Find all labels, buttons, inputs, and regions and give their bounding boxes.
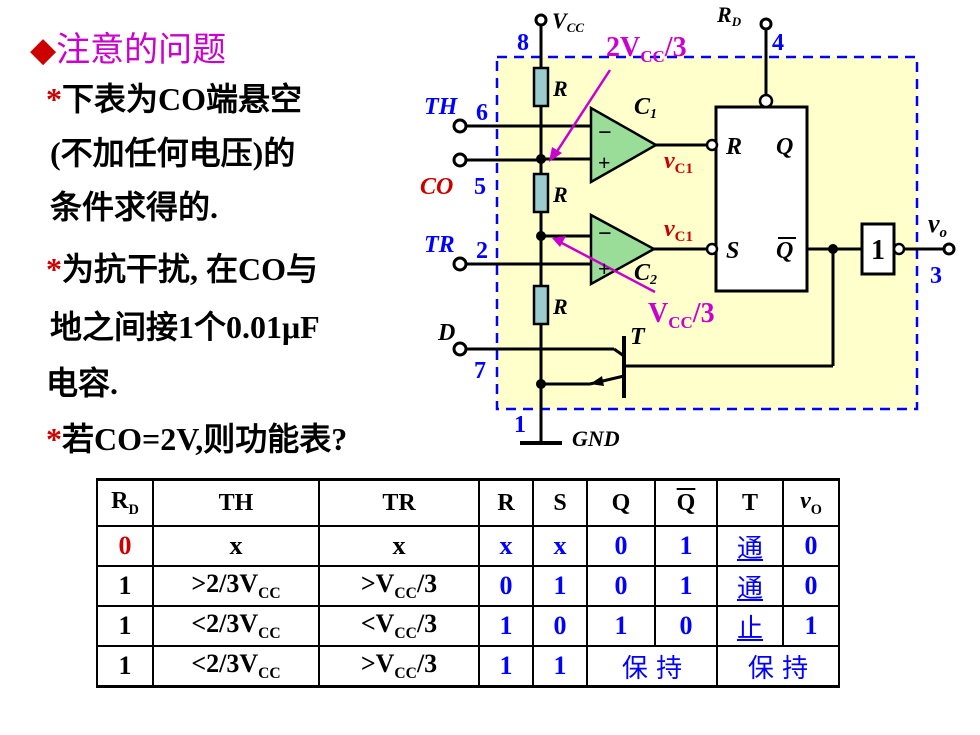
function-table: RD TH TR R S Q Q T vO 0 x x x x 0 1 通 0 … (96, 478, 840, 688)
arrow-2vcc3-icon (549, 147, 562, 162)
resistor-label-top: R (552, 76, 568, 101)
table-row: 1 >2/3VCC >VCC/3 0 1 0 1 通 0 (96, 565, 840, 607)
annotation-vcc3: VCC/3 (648, 298, 715, 332)
header-r: R (478, 478, 534, 527)
c1-label: C1 (634, 94, 657, 122)
comparator-c1 (589, 105, 659, 185)
ff-qbar-label: Q (776, 238, 793, 264)
pin-6-label: 6 (476, 100, 488, 126)
ff-r-bubble (705, 138, 719, 152)
pin-2-label: 2 (476, 238, 488, 264)
bullet-2-line-2: 地之间接1个0.01μF (50, 309, 320, 345)
resistor-label-bot: R (552, 294, 568, 319)
emitter-arrow-icon (590, 376, 604, 386)
pin-1-label: 1 (514, 412, 526, 438)
bullet-2-line-3: 电容. (46, 365, 119, 401)
star-bullet-icon: * (46, 81, 62, 117)
table-row: 1 <2/3VCC <VCC/3 1 0 1 0 止 1 (96, 605, 840, 647)
co-label: CO (420, 174, 453, 200)
ff-r-label: R (725, 134, 742, 160)
table-row: 0 x x x x 0 1 通 0 (96, 525, 840, 567)
pin-5-label: 5 (474, 174, 486, 200)
table-row: 1 <2/3VCC >VCC/3 1 1 保 持 保 持 (96, 645, 840, 688)
transistor-t-label: T (630, 324, 646, 350)
star-bullet-icon: * (46, 251, 62, 287)
header-t: T (716, 478, 784, 527)
tr-terminal (452, 256, 468, 272)
rd-terminal (759, 17, 773, 31)
vcc-terminal (534, 13, 548, 27)
th-label: TH (424, 94, 459, 120)
ff-reset-bubble (758, 93, 774, 109)
resistor-label-mid: R (552, 182, 568, 207)
ff-q-label: Q (776, 134, 793, 160)
vcc-label: VCC (552, 8, 584, 35)
header-qbar: Q (654, 478, 718, 527)
resistor-mid (532, 172, 550, 214)
inverter (860, 222, 896, 276)
c2-plus: + (598, 256, 611, 281)
pin-8-label: 8 (517, 30, 529, 56)
inverter-label: 1 (871, 235, 885, 266)
star-bullet-icon: * (46, 421, 62, 457)
pin-3-label: 3 (930, 263, 942, 289)
ff-s-label: S (726, 238, 739, 264)
annotation-2vcc3: 2VCC/3 (606, 32, 687, 66)
table-header-row: RD TH TR R S Q Q T vO (96, 478, 840, 527)
vc1-label-top: vC1 (664, 148, 693, 177)
bullet-3-line-1: *若CO=2V,则功能表? (46, 421, 348, 457)
heading-text: 注意的问题 (56, 30, 227, 70)
heading: ◆注意的问题 (30, 22, 226, 71)
bullet-1-line-2: (不加任何电压)的 (50, 135, 296, 171)
c2-label: C2 (634, 260, 657, 288)
gnd-label: GND (572, 426, 620, 451)
c1-minus: − (598, 120, 612, 146)
th-terminal (452, 118, 468, 134)
chip-boundary (495, 55, 919, 411)
pin-7-label: 7 (474, 358, 486, 384)
resistor-top (532, 66, 550, 108)
vo-terminal (942, 242, 956, 256)
c1-plus: + (598, 150, 611, 175)
rs-flip-flop (714, 105, 809, 293)
ff-s-bubble (705, 242, 719, 256)
resistor-bot (532, 284, 550, 326)
header-tr: TR (318, 478, 480, 527)
c2-minus: − (598, 221, 612, 247)
bullet-1-line-1: *下表为CO端悬空 (46, 81, 303, 117)
header-q: Q (586, 478, 656, 527)
vo-label: vo (928, 209, 947, 241)
d-label: D (437, 320, 455, 346)
diamond-bullet-icon: ◆ (30, 32, 57, 69)
header-s: S (532, 478, 588, 527)
inverter-bubble (892, 242, 906, 256)
vc1-label-bottom: vC1 (664, 216, 693, 245)
bullet-2-line-1: *为抗干扰, 在CO与 (46, 251, 319, 287)
header-vo: vO (782, 478, 840, 527)
co-terminal (452, 152, 468, 168)
circuit-diagram: VCC 8 RD 4 2VCC/3 VCC/3 TH 6 CO 5 TR 2 D… (420, 2, 956, 451)
header-rd: RD (96, 478, 154, 527)
arrow-vcc3-icon (552, 236, 566, 247)
header-th: TH (152, 478, 320, 527)
tr-label: TR (424, 232, 455, 258)
bullet-1-line-3: 条件求得的. (50, 189, 219, 225)
d-terminal (452, 341, 468, 357)
pin-4-label: 4 (772, 30, 784, 56)
rd-label: RD (716, 2, 742, 29)
